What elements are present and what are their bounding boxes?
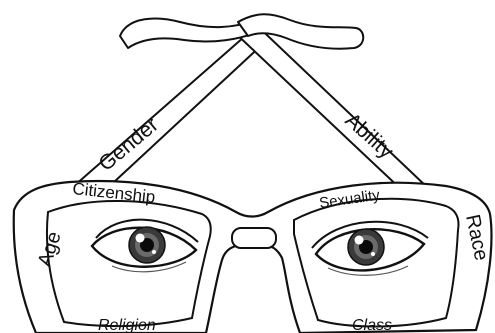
- nose-bridge: [232, 228, 276, 248]
- label-religion: Religion: [98, 317, 156, 333]
- label-class: Class: [352, 317, 392, 333]
- left-eye-highlight: [136, 234, 145, 243]
- right-eye-highlight-small: [371, 252, 375, 256]
- left-eye-highlight-small: [152, 250, 156, 254]
- right-eye-highlight: [355, 236, 364, 245]
